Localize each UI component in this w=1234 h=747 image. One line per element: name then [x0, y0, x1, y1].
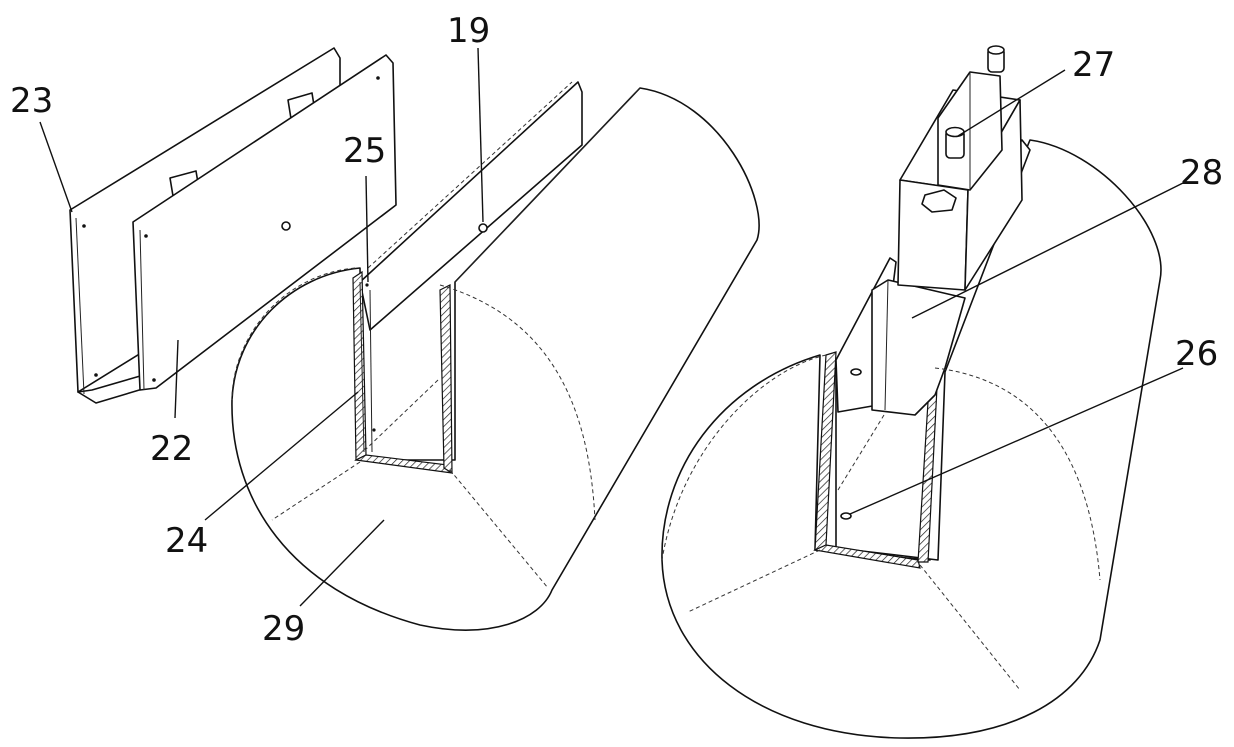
housing-side [964, 99, 1023, 291]
cylinder-body [231, 87, 760, 631]
front-plate [132, 54, 397, 391]
label-25: 25 [343, 131, 386, 171]
leader-28 [911, 181, 1186, 319]
slot-inner-wall [359, 81, 583, 331]
screw-26 [840, 512, 852, 520]
label-19: 19 [447, 11, 490, 51]
screw-upper [850, 368, 862, 376]
leader-29 [299, 519, 385, 607]
leader-26 [849, 367, 1184, 515]
hole-19 [478, 223, 488, 233]
label-28: 28 [1180, 153, 1223, 193]
label-23: 23 [10, 81, 53, 121]
cylinder-body-right [661, 139, 1162, 739]
label-22: 22 [150, 429, 193, 469]
leader-25 [365, 175, 369, 283]
label-26: 26 [1175, 334, 1218, 374]
leader-24 [204, 391, 359, 521]
leader-22 [174, 339, 179, 419]
nut [921, 189, 957, 213]
slot-wall-right [439, 284, 453, 475]
middle-cylinder [231, 81, 760, 631]
leader-27 [957, 69, 1066, 137]
leader-19 [477, 47, 484, 223]
mounting-hole [281, 221, 291, 231]
label-27: 27 [1072, 45, 1115, 85]
bracket-assembly [69, 47, 397, 404]
label-29: 29 [262, 609, 305, 649]
right-cylinder [661, 45, 1162, 739]
leader-23 [39, 121, 73, 213]
label-24: 24 [165, 521, 208, 561]
